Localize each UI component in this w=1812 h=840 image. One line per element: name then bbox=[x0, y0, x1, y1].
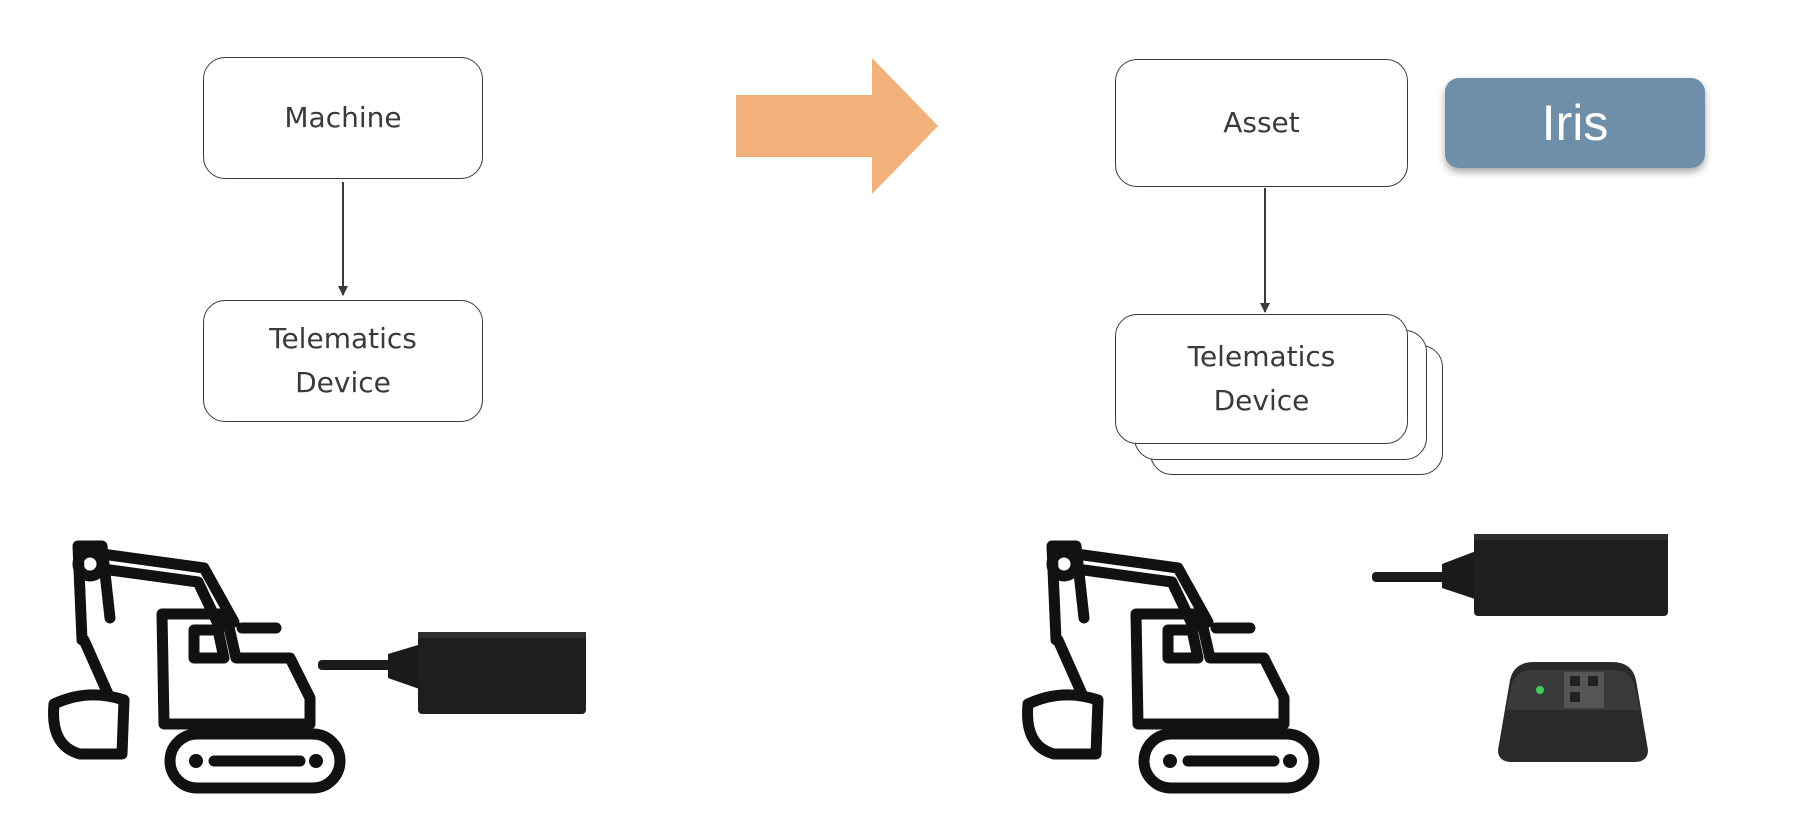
asset-node-label: Asset bbox=[1223, 106, 1300, 139]
telematics-device-node-label: Telematics Device bbox=[269, 322, 417, 399]
asset-excavator-icon bbox=[1022, 540, 1320, 794]
transition-arrow-icon bbox=[736, 58, 938, 194]
machine-node: Machine bbox=[203, 57, 483, 179]
telematics-device-node: Telematics Device bbox=[203, 300, 483, 422]
tracker-device-icon bbox=[1498, 662, 1648, 762]
iris-badge: Iris bbox=[1445, 78, 1705, 168]
excavator-icon bbox=[48, 540, 346, 794]
asset-telematics-cable-device-icon bbox=[1372, 534, 1668, 616]
machine-node-label: Machine bbox=[284, 101, 402, 134]
asset-node: Asset bbox=[1115, 59, 1408, 187]
asset-telematics-device-label: Telematics Device bbox=[1187, 340, 1336, 417]
asset-telematics-device-node: Telematics Device bbox=[1115, 314, 1408, 444]
iris-badge-label: Iris bbox=[1541, 95, 1609, 151]
telematics-cable-device-icon bbox=[318, 632, 586, 714]
